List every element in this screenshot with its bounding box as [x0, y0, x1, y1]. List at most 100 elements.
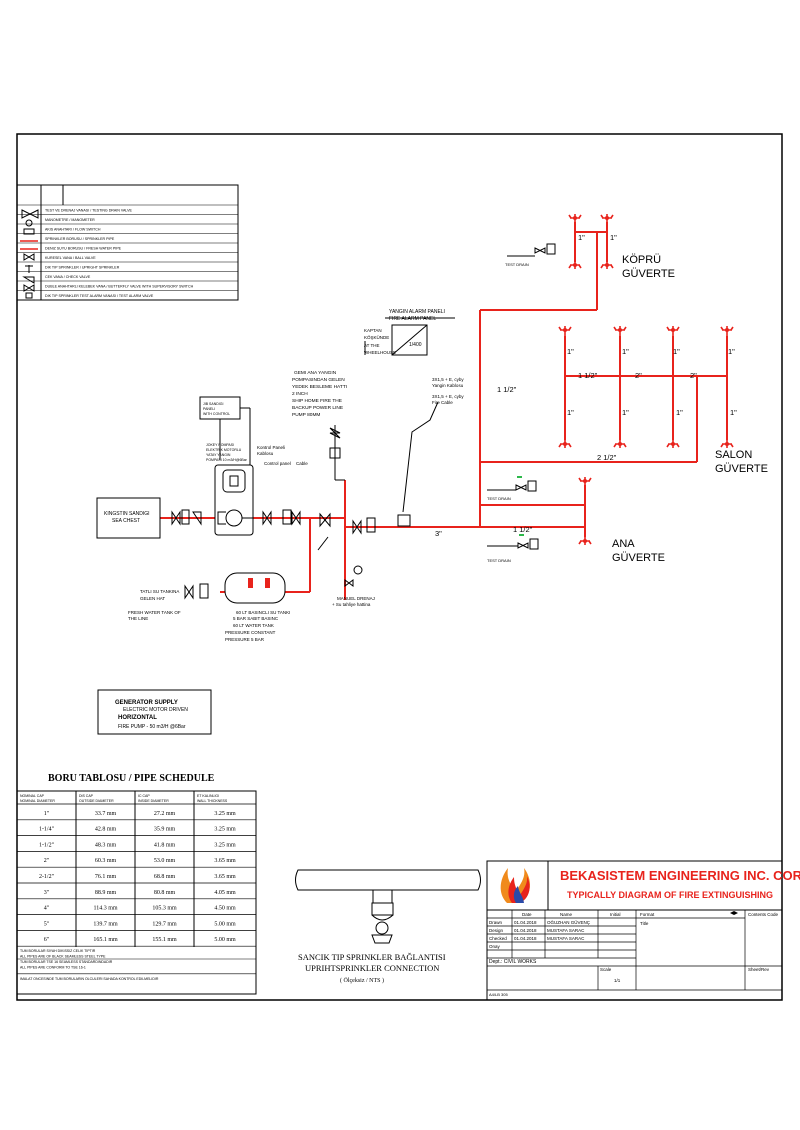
col-header: Format [640, 912, 655, 917]
backup-note-line: POMPASINDAN GELEN [292, 377, 345, 383]
schedule-note: ALL PIPES ARE OF BLACK SEAMLESS STEEL TY… [20, 955, 106, 959]
schedule-header: DIS CAP [79, 794, 94, 798]
schedule-header: WALL THICKNESS [197, 799, 228, 803]
col-header: Date [522, 912, 532, 917]
schedule-cell: 4.50 mm [214, 906, 236, 912]
schedule-cell: 129.7 mm [152, 921, 177, 927]
tb-row-label: Onay [489, 944, 501, 949]
sprinkler-head-icon [720, 438, 734, 448]
title-label: Title [640, 921, 649, 926]
schedule-cell: 80.8 mm [154, 890, 176, 896]
control-panel-note: Kontrol Paneli Kablosu Control panel Cab… [257, 445, 308, 466]
cable-label: 3X1,5 + E, cyby [432, 394, 464, 399]
generator-line: GENERATOR SUPPLY [115, 700, 178, 706]
manometer-icon [353, 565, 363, 575]
schedule-cell: 5.00 mm [214, 921, 236, 927]
panel-note: PANELI [203, 407, 215, 411]
sprinkler-head-icon [666, 326, 680, 336]
check-valve-icon [291, 510, 301, 526]
pipe-size-label: 1" [728, 347, 735, 356]
fresh-water-line: TATLI SU TANKINA GELEN HAT FRESH WATER T… [128, 583, 209, 621]
panel-note: WITH CONTROL [203, 412, 230, 416]
sprinkler-connection-detail: SANCIK TIP SPRINKLER BAĞLANTISI UPRIHTSP… [295, 869, 481, 984]
cable-label: Yangin Kablosu [432, 383, 464, 388]
schedule-cell: 4.05 mm [214, 890, 236, 896]
legend-table: TEST VE DRENAJ VANASI / TESTING DRAIN VA… [16, 184, 239, 301]
schedule-cell: 42.8 mm [95, 827, 117, 833]
pipe-schedule-title: BORU TABLOSU / PIPE SCHEDULE [48, 773, 215, 784]
connection-title: UPRIHTSPRINKLER CONNECTION [305, 963, 439, 973]
valve-box-icon [329, 447, 341, 459]
schedule-cell: 1" [44, 811, 50, 817]
legend-row-label: MANOMETRE / MANOMETER [45, 218, 95, 222]
pump-note: YATAY YANGIN [206, 453, 231, 457]
schedule-cell: 1-1/2" [39, 842, 55, 848]
tb-row-name: MUSTAFA SARAC [547, 928, 585, 933]
panel-note: JIB SANDIGI [203, 402, 223, 406]
tb-row-label: Design [489, 928, 504, 933]
backup-note-line: BACKUP POWER LINE [292, 405, 343, 411]
schedule-note: ALL PIPES ARE CONFORM TO TSE 16-1 [20, 965, 86, 969]
schedule-cell: 41.8 mm [154, 842, 176, 848]
sprinkler-head-icon [568, 259, 582, 269]
tb-row-name: OĞUZHAN GÜVENÇ [547, 919, 591, 925]
pump-control-panel: JIB SANDIGI PANELI WITH CONTROL JOKEY PO… [199, 396, 251, 465]
alarm-panel-group: YANGIN ALARM PANELI FIRE ALARM PANEL KAP… [364, 309, 455, 356]
flow-arrow-icon [317, 536, 329, 551]
sea-chest-label: KINGSTIN SANDIGI [104, 511, 150, 517]
sprinkler-head-icon [600, 259, 614, 269]
drain-valve-icon [21, 209, 39, 219]
title-block: BEKASISTEM ENGINEERING INC. CORP. TYPICA… [486, 860, 800, 1001]
alarm-panel-label: YANGIN ALARM PANELI [389, 309, 445, 315]
schedule-header: NOMINAL DIAMETER [20, 799, 55, 803]
legend-row-label: DENIZ SUYU BORUSU / FRESH WATER PIPE [45, 247, 122, 251]
test-drain-label: TEST DRAIN [487, 496, 511, 501]
backup-note-line: 2 INCH [292, 391, 308, 397]
legend-row-label: DUBLE ANAHTARLI KELEBEK VANA / BUTTERFLY… [45, 285, 194, 289]
fresh-tank-label: GELEN HAT [140, 596, 165, 601]
schedule-cell: 139.7 mm [93, 921, 118, 927]
footer-code: A4/LB 305 [489, 992, 508, 997]
schedule-cell: 2-1/2" [39, 874, 55, 880]
status-indicator-lights [517, 476, 524, 536]
cable-label: 3X1,5 + E, cyby [432, 377, 464, 382]
drawing-subtitle: TYPICALLY DIAGRAM OF FIRE EXTINGUISHING [567, 890, 773, 900]
schedule-header: IC CAP [138, 794, 150, 798]
drain-valve-icon [487, 538, 539, 550]
drain-valve-icon [344, 579, 354, 587]
tb-row-label: Checked [489, 936, 507, 941]
pressure-tank-label: 60 LT WATER TANK [233, 623, 274, 628]
tb-row-name: MUSTAFA SARAC [547, 936, 585, 941]
company-name: BEKASISTEM ENGINEERING INC. CORP. [560, 868, 800, 883]
backup-note-line: YEDEK BESLEME HATTI [292, 384, 347, 390]
schedule-cell: 68.8 mm [154, 874, 176, 880]
ball-valve-icon [171, 510, 181, 526]
legend-row-label: KURESEL VANA / BALL VALVE [45, 256, 96, 260]
legend-row-label: DIK TIP SPRINKLER / UPRIGHT SPRINKLER [45, 266, 120, 270]
generator-line: ELECTRIC MOTOR DRIVEN [123, 707, 188, 713]
pressure-tank: 60 LT BASINCLI SU TANKI 5 BAR SABIT BASI… [224, 572, 290, 642]
sheet-frame [16, 133, 783, 1001]
schedule-cell: 2" [44, 858, 50, 864]
tb-row-date: 01.04.2018 [514, 928, 537, 933]
sprinkler-head-icon [578, 535, 592, 545]
control-note-line: Cable [296, 461, 308, 466]
sprinkler-head-icon [613, 326, 627, 336]
drain-label: MANUEL DRENAJ [337, 596, 375, 601]
legend-row-label: SPRINKLER BORUSU / SPRINKLER PIPE [45, 237, 115, 241]
legend-row-label: AKIS ANAHTARI / FLOW SWITCH [45, 228, 101, 232]
schedule-cell: 60.3 mm [95, 858, 117, 864]
connection-scale: ( Ölçeksiz / NTS ) [340, 977, 384, 984]
pipe-size-label: 1" [673, 347, 680, 356]
schedule-cell: 88.9 mm [95, 890, 117, 896]
drain-valve-icon [507, 243, 556, 257]
pump-note: ELEKTRIK MOTORLU [206, 448, 242, 452]
schedule-cell: 3.25 mm [214, 811, 236, 817]
fire-pump [214, 464, 254, 536]
pipe-size-label: 1 1/2" [578, 371, 598, 380]
schedule-header: ET KALINLIGI [197, 794, 219, 798]
check-valve-icon [199, 583, 209, 599]
alarm-valve-icon [25, 292, 33, 299]
fresh-tank-label: FRESH WATER TANK OF [128, 610, 181, 615]
